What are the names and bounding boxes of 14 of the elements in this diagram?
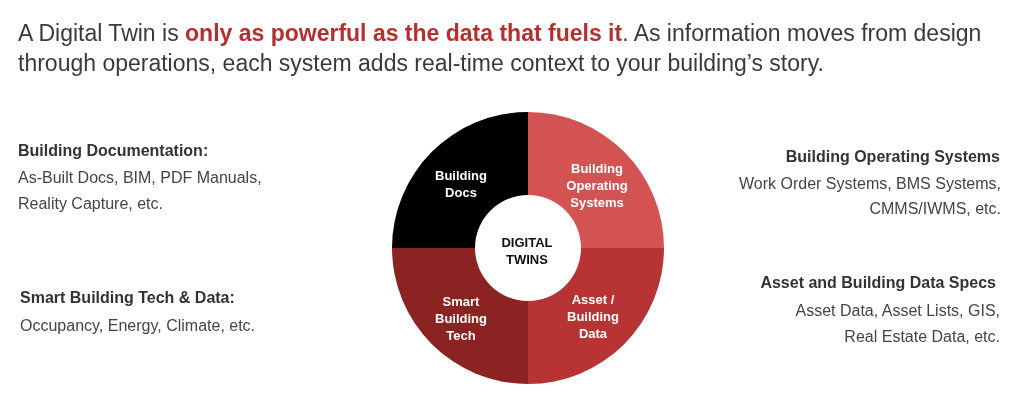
center-label: DIGITAL TWINS bbox=[500, 234, 554, 268]
segment-label: Building Docs bbox=[434, 167, 488, 201]
intro-text: A Digital Twin is only as powerful as the data that fuels it. As information moves from design through operations, each system adds real-time context to your building’s story. bbox=[18, 19, 983, 78]
segment-label: Building Operating Systems bbox=[565, 159, 629, 211]
description-text: Occupancy, Energy, Climate, etc. bbox=[20, 317, 256, 334]
section-heading: Building Documentation: bbox=[18, 142, 209, 159]
description-text: Work Order Systems, BMS Systems, CMMS/IWMS, etc. bbox=[739, 175, 1001, 217]
description-text: As-Built Docs, BIM, PDF Manuals, Reality Capture, etc. bbox=[18, 169, 262, 212]
segment-label: Smart Building Tech bbox=[434, 292, 488, 344]
section-heading: Building Operating Systems bbox=[785, 148, 1000, 165]
description-text: Asset Data, Asset Lists, GIS, Real Estate Data, etc. bbox=[795, 302, 1000, 345]
section-heading: Smart Building Tech & Data: bbox=[20, 289, 235, 306]
section-heading: Asset and Building Data Specs bbox=[760, 274, 996, 291]
segment-label: Asset / Building Data bbox=[566, 290, 620, 342]
